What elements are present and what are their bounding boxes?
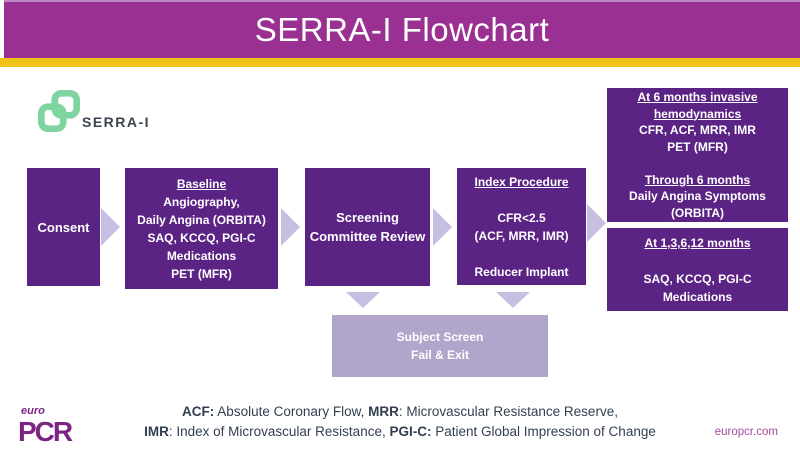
- followup12-line: SAQ, KCCQ, PGI-C: [643, 271, 752, 286]
- index-line: Reducer Implant: [474, 264, 569, 279]
- spacer: [609, 252, 786, 270]
- arrow-right-icon: [281, 208, 300, 246]
- footnote-term: ACF:: [182, 404, 215, 419]
- footnote-term: PGI-C:: [389, 424, 432, 439]
- serra-squares-icon: [38, 88, 80, 134]
- arrow-right-icon: [433, 208, 452, 246]
- index-line: CFR<2.5: [497, 210, 546, 225]
- baseline-line: SAQ, KCCQ, PGI-C: [147, 230, 256, 245]
- baseline-line: Medications: [166, 248, 237, 263]
- screening-box: Screening Committee Review: [305, 168, 430, 286]
- footnote-term: IMR: [144, 424, 169, 439]
- consent-label: Consent: [37, 219, 90, 235]
- footnote-definition: : Index of Microvascular Resistance,: [168, 424, 390, 439]
- europcr-logo-pcr: PCR: [18, 416, 73, 447]
- screening-line: Screening: [336, 210, 399, 225]
- consent-box: Consent: [27, 168, 100, 286]
- followup12-header: At 1,3,6,12 months: [644, 235, 751, 250]
- serra-logo-label: SERRA-I: [82, 114, 151, 130]
- spacer: [459, 245, 584, 263]
- europcr-logo: euro PCR: [18, 405, 73, 447]
- abbreviations-footnote: ACF: Absolute Coronary Flow, MRR: Microv…: [60, 402, 740, 442]
- arrow-right-icon: [587, 204, 606, 242]
- spacer: [609, 155, 786, 172]
- index-line: (ACF, MRR, IMR): [474, 228, 569, 243]
- followup6-header: At 6 months invasive: [637, 90, 758, 104]
- website-link: europcr.com: [714, 426, 778, 438]
- serra-logo: SERRA-I: [38, 88, 150, 134]
- baseline-line: Angiography,: [163, 194, 240, 209]
- fail-line: Subject Screen: [396, 330, 484, 344]
- baseline-box: Baseline Angiography, Daily Angina (ORBI…: [125, 168, 278, 289]
- followup-1-3-6-12months-box: At 1,3,6,12 months SAQ, KCCQ, PGI-C Medi…: [607, 228, 788, 311]
- footnote-line-2: IMR: Index of Microvascular Resistance, …: [60, 422, 740, 442]
- baseline-line: PET (MFR): [171, 266, 232, 281]
- baseline-line: Daily Angina (ORBITA): [137, 212, 266, 227]
- header-band: SERRA-I Flowchart: [4, 0, 800, 58]
- followup6-line: CFR, ACF, MRR, IMR: [639, 123, 756, 137]
- screening-line: Committee Review: [309, 229, 426, 244]
- followup6-line: Daily Angina Symptoms: [629, 189, 766, 203]
- footnote-line-1: ACF: Absolute Coronary Flow, MRR: Microv…: [60, 402, 740, 422]
- followup6-line: PET (MFR): [667, 139, 728, 154]
- footnote-term: MRR: [368, 404, 399, 419]
- index-procedure-box: Index Procedure CFR<2.5 (ACF, MRR, IMR) …: [457, 168, 586, 285]
- footnote-definition: Absolute Coronary Flow,: [214, 404, 369, 419]
- arrow-right-icon: [101, 208, 120, 246]
- index-header: Index Procedure: [474, 174, 569, 189]
- screen-fail-exit-box: Subject Screen Fail & Exit: [332, 315, 548, 377]
- fail-line: Fail & Exit: [410, 348, 469, 362]
- followup6-subheader: Through 6 months: [644, 172, 751, 187]
- followup-6months-box: At 6 months invasive hemodynamics CFR, A…: [607, 88, 788, 222]
- followup6-line: (ORBITA): [670, 205, 725, 220]
- arrow-down-icon: [496, 292, 530, 308]
- page-title: SERRA-I Flowchart: [254, 11, 550, 48]
- baseline-header: Baseline: [176, 176, 227, 191]
- footnote-definition: : Microvascular Resistance Reserve,: [398, 404, 618, 419]
- europcr-logo-euro: euro: [21, 405, 45, 417]
- spacer: [459, 191, 584, 209]
- footnote-definition: Patient Global Impression of Change: [431, 424, 656, 439]
- followup6-header: hemodynamics: [653, 106, 742, 121]
- header-accent-stripe: [0, 58, 800, 67]
- followup12-line: Medications: [662, 289, 733, 304]
- arrow-down-icon: [346, 292, 380, 308]
